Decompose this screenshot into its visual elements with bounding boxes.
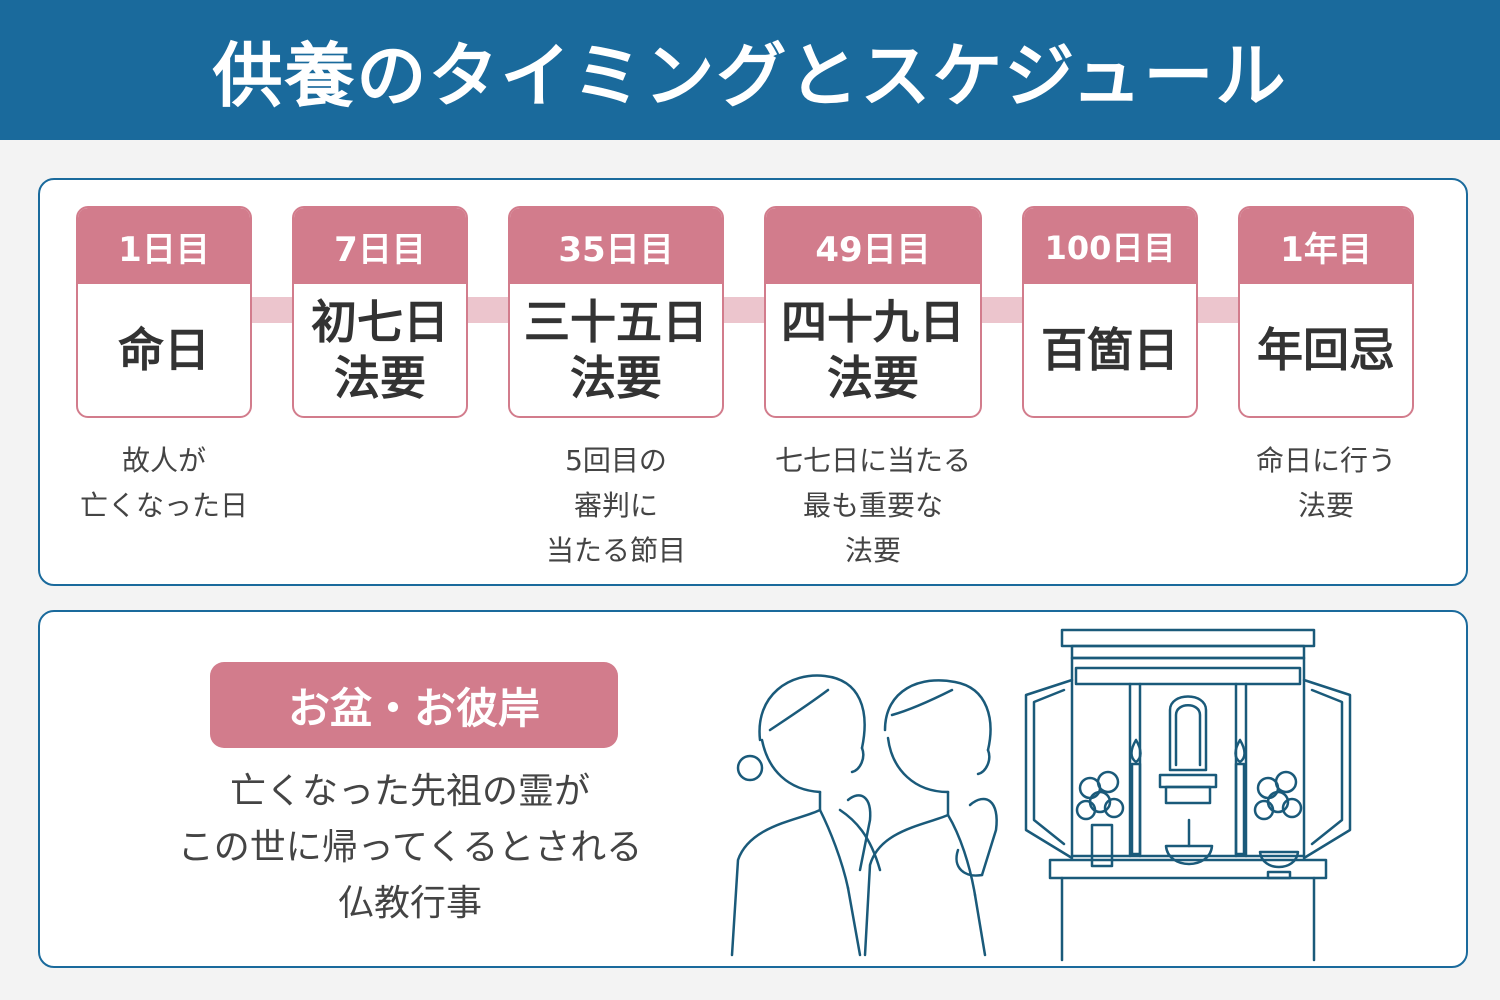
obon-badge: お盆・お彼岸 — [210, 662, 618, 748]
step-name: 命日 — [118, 323, 210, 377]
timeline-card: 49日目 四十九日 法要 — [764, 206, 982, 418]
obon-description: 亡くなった先祖の霊が この世に帰ってくるとされる 仏教行事 — [177, 771, 643, 924]
step-name: 四十九日 法要 — [781, 295, 965, 405]
step-day-label: 35日目 — [510, 208, 722, 284]
timeline-connector — [982, 297, 1022, 323]
step-note: 故人が 亡くなった日 — [79, 444, 248, 522]
step-day-label: 1年目 — [1240, 208, 1412, 284]
timeline-card: 1日目 命日 — [76, 206, 252, 418]
timeline-card: 100日目 百箇日 — [1022, 206, 1198, 418]
header-banner: 供養のタイミングとスケジュール — [0, 0, 1500, 140]
butsudan-altar-icon — [1024, 628, 1352, 962]
step-day-label: 7日目 — [294, 208, 466, 284]
step-note: 命日に行う 法要 — [1255, 444, 1396, 522]
timeline-connector — [724, 297, 764, 323]
step-day-label: 49日目 — [766, 208, 980, 284]
step-name: 三十五日 法要 — [524, 295, 708, 405]
timeline-card: 1年目 年回忌 — [1238, 206, 1414, 418]
step-name: 百箇日 — [1041, 323, 1179, 377]
step-day-label: 100日目 — [1024, 208, 1196, 284]
timeline-connector — [252, 297, 292, 323]
praying-people-icon — [730, 674, 998, 957]
step-day-label: 1日目 — [78, 208, 250, 284]
step-note: 七七日に当たる 最も重要な 法要 — [774, 444, 971, 567]
step-name: 初七日 法要 — [311, 295, 449, 405]
timeline-card: 7日目 初七日 法要 — [292, 206, 468, 418]
timeline-card: 35日目 三十五日 法要 — [508, 206, 724, 418]
step-note: 5回目の 審判に 当たる節目 — [545, 444, 686, 567]
timeline-connector — [1198, 297, 1238, 323]
timeline-panel — [38, 178, 1468, 586]
step-name: 年回忌 — [1257, 323, 1395, 377]
illustration — [730, 628, 1352, 962]
page-title: 供養のタイミングとスケジュール — [212, 34, 1288, 117]
timeline-connector — [468, 297, 508, 323]
